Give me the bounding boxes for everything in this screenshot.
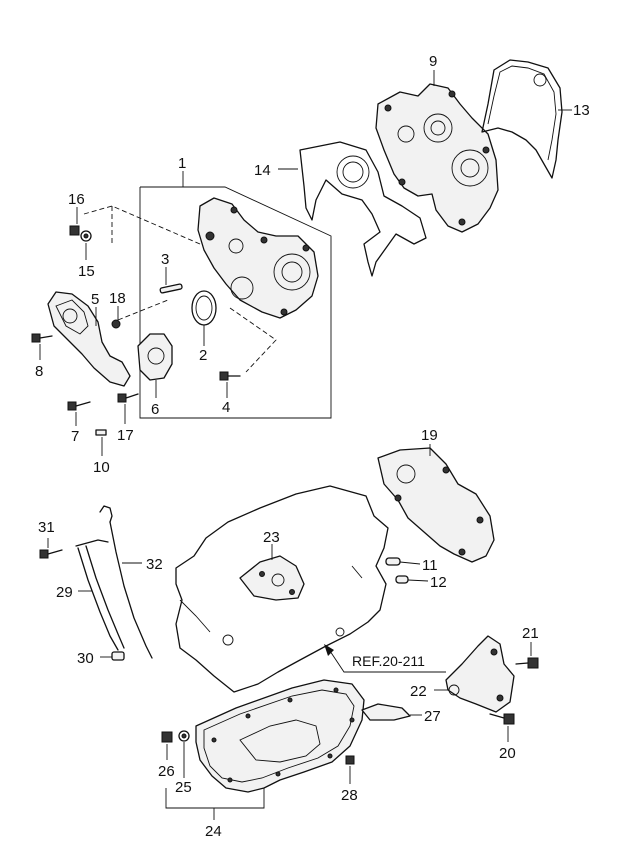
callout-25: 25 <box>175 779 192 796</box>
callout-2: 2 <box>199 347 207 364</box>
part-23-bracket <box>239 544 305 601</box>
part-1-lower-timing-cover <box>197 197 319 319</box>
callout-9: 9 <box>429 53 437 70</box>
callout-10: 10 <box>93 459 110 476</box>
callout-13: 13 <box>573 102 590 119</box>
callout-22: 22 <box>410 683 427 700</box>
part-6-cover <box>137 333 173 398</box>
callout-30: 30 <box>77 650 94 667</box>
part-25-gasket <box>178 730 190 778</box>
part-10-pin <box>95 429 107 456</box>
part-18-bolt <box>111 306 121 329</box>
part-3-pin <box>159 267 183 294</box>
part-22-mount-bracket <box>434 635 515 713</box>
part-24-oil-pan <box>165 679 365 820</box>
callout-28: 28 <box>341 787 358 804</box>
assembly-1-bracket <box>139 171 332 419</box>
part-8-bolt <box>31 333 53 360</box>
part-29-dipstick-tube <box>75 539 125 651</box>
part-5-cover-plate <box>47 291 131 387</box>
part-9-upper-timing-cover <box>375 70 499 233</box>
part-2-oil-seal <box>191 290 217 346</box>
callout-12: 12 <box>430 574 447 591</box>
callout-3: 3 <box>161 251 169 268</box>
callout-31: 31 <box>38 519 55 536</box>
part-19-rear-plate <box>377 444 495 563</box>
callout-15: 15 <box>78 263 95 280</box>
callout-1: 1 <box>178 155 186 172</box>
part-30-o-ring <box>100 651 125 661</box>
part-20-bolt <box>489 713 515 742</box>
callout-16: 16 <box>68 191 85 208</box>
callout-labels: 1 2 3 4 5 6 7 8 9 10 11 12 13 14 15 16 1… <box>35 53 590 840</box>
callout-20: 20 <box>499 745 516 762</box>
reference-label: REF.20-211 <box>352 653 425 669</box>
callout-5: 5 <box>91 291 99 308</box>
part-31-bolt <box>39 538 63 559</box>
part-16-bolt <box>69 207 80 236</box>
part-15-washer <box>80 230 92 260</box>
part-14-lower-gasket <box>278 141 427 277</box>
part-13-upper-gasket <box>481 59 572 179</box>
part-7-bolt <box>67 401 91 426</box>
callout-6: 6 <box>151 401 159 418</box>
part-26-drain-plug <box>161 731 173 760</box>
callout-24: 24 <box>205 823 222 840</box>
callout-8: 8 <box>35 363 43 380</box>
callout-27: 27 <box>424 708 441 725</box>
callout-29: 29 <box>56 584 73 601</box>
reference-arrow <box>324 644 446 673</box>
callout-17: 17 <box>117 427 134 444</box>
callout-21: 21 <box>522 625 539 642</box>
callout-19: 19 <box>421 427 438 444</box>
part-32-dipstick <box>99 505 153 659</box>
part-11-dowel <box>385 557 421 566</box>
dashed-reference-lines-top <box>83 205 277 373</box>
part-12-dowel <box>395 575 429 584</box>
callout-23: 23 <box>263 529 280 546</box>
part-21-bolt <box>515 642 539 669</box>
callout-26: 26 <box>158 763 175 780</box>
callout-14: 14 <box>254 162 271 179</box>
callout-32: 32 <box>146 556 163 573</box>
part-4-bolt <box>219 371 241 398</box>
callout-7: 7 <box>71 428 79 445</box>
part-17-bolt <box>117 393 139 424</box>
callout-4: 4 <box>222 399 230 416</box>
part-28-bolt <box>345 755 355 784</box>
callout-18: 18 <box>109 290 126 307</box>
part-27-baffle <box>361 703 422 721</box>
engine-block-outline <box>175 485 389 693</box>
callout-11: 11 <box>422 557 438 574</box>
